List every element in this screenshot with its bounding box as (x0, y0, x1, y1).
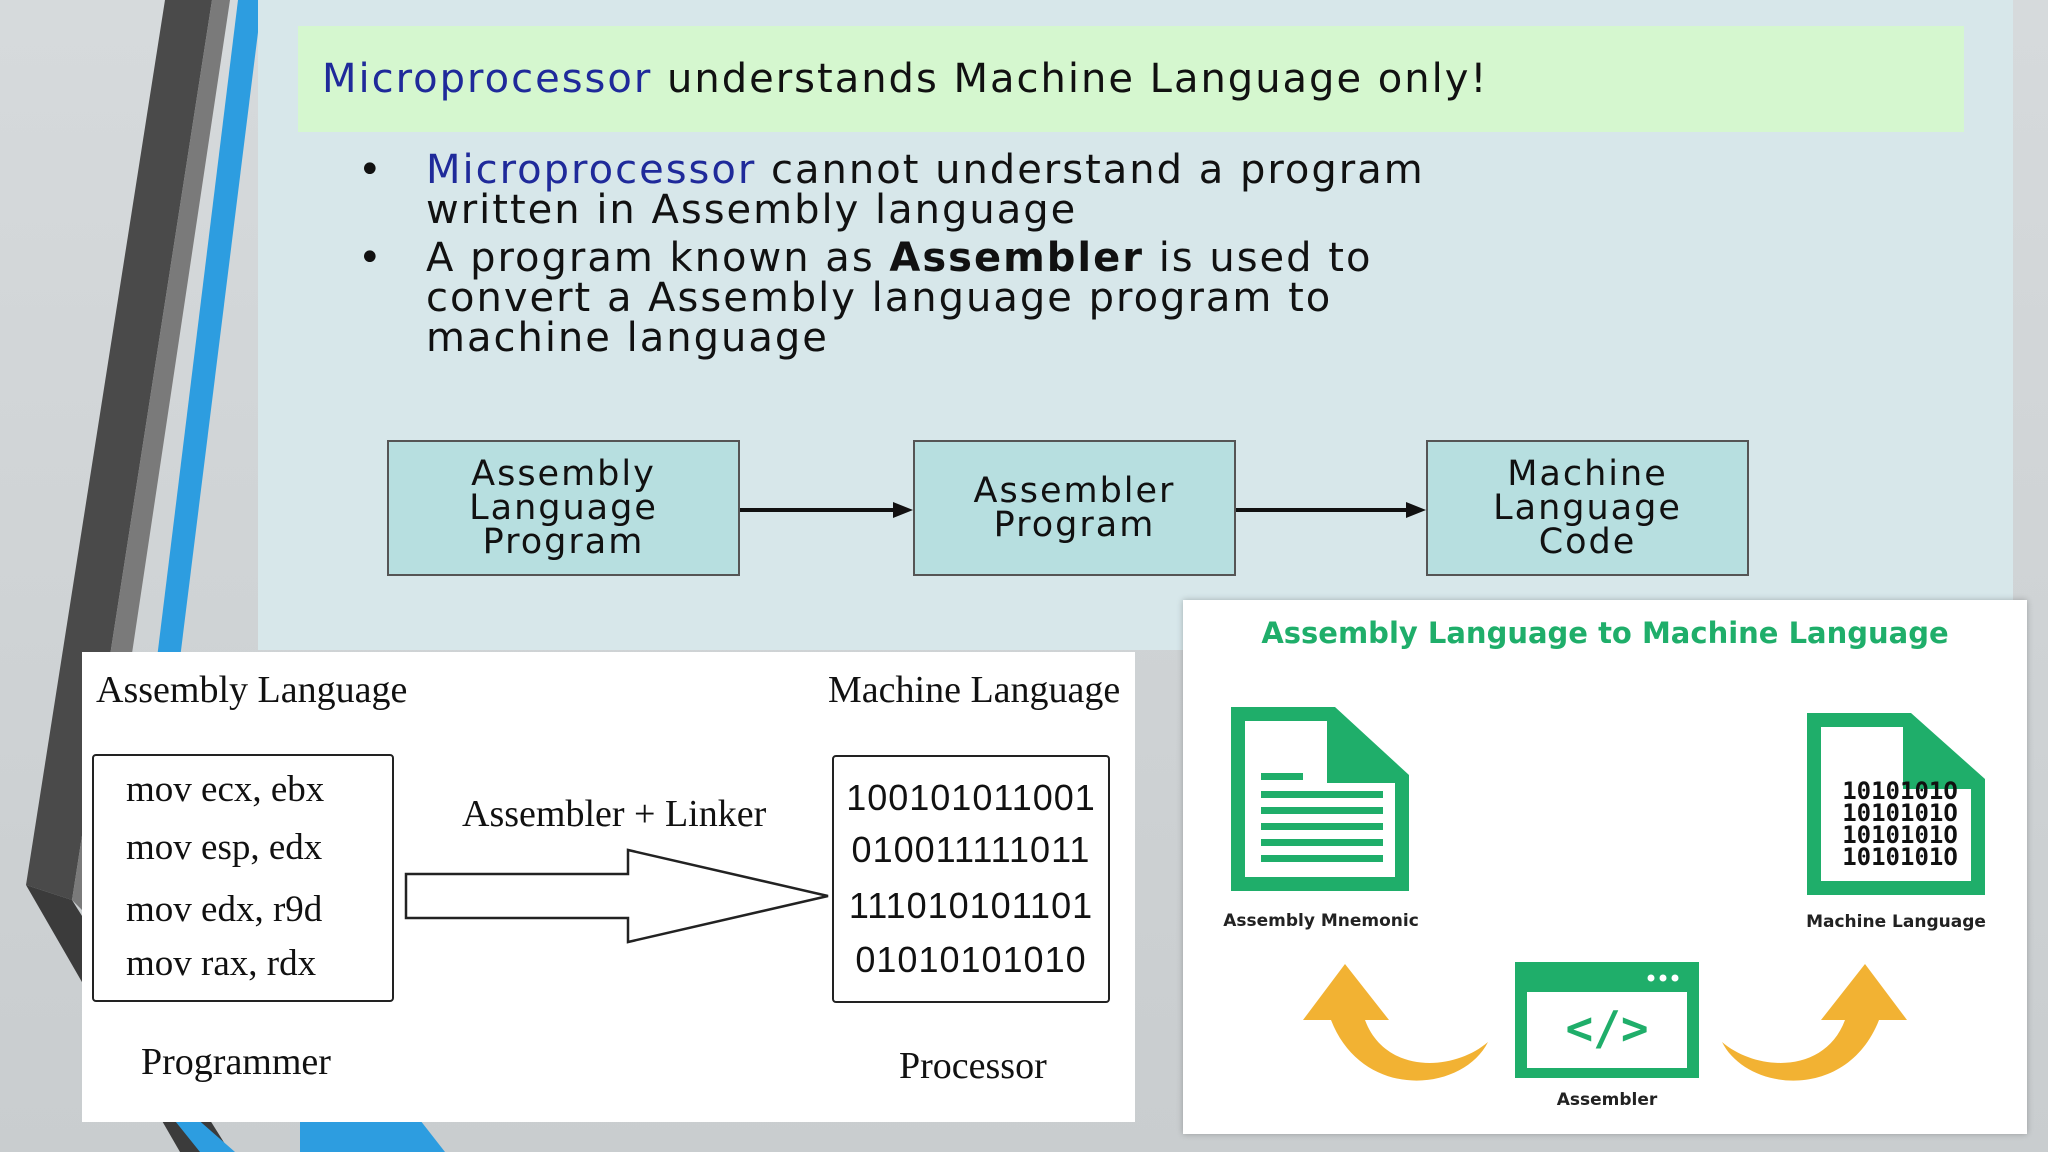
binary-glyph-row: 1010101O (1842, 777, 1958, 805)
assembly-to-machine-infographic: Assembly Language to Machine Language As… (1183, 600, 2027, 1134)
bullet-highlight: Microprocessor (426, 147, 757, 193)
flow-box-assembler-program: Assembler Program (913, 440, 1236, 576)
bullet-item: • Microprocessor cannot understand a pro… (358, 150, 1918, 230)
code-line: mov esp, edx (126, 827, 323, 868)
big-arrow-icon (404, 848, 829, 944)
assembly-mnemonic-label: Assembly Mnemonic (1223, 911, 1419, 931)
binary-line: 01010101010 (855, 939, 1087, 980)
infographic-title: Assembly Language to Machine Language (1261, 616, 1949, 650)
bullet-text: is used to (1158, 235, 1373, 281)
top-slide: Microprocessor understands Machine Langu… (258, 0, 2013, 650)
flow-box-line: Program (993, 505, 1156, 545)
flow-box-line: Program (482, 522, 645, 562)
flow-box-line: Assembly (471, 454, 656, 494)
flow-box-line: Machine (1507, 454, 1668, 494)
bullet-list: • Microprocessor cannot understand a pro… (358, 150, 1918, 366)
binary-glyph-row: 1010101O (1842, 799, 1958, 827)
code-window-icon (1515, 962, 1699, 1078)
bullet-item: • A program known as Assembler is used t… (358, 238, 1918, 358)
flow-box-machine-code: Machine Language Code (1426, 440, 1749, 576)
binary-glyph-row: 1010101O (1842, 843, 1958, 871)
flow-arrow-icon (740, 502, 913, 518)
bullet-text: written in Assembly language (426, 187, 1078, 233)
code-line: mov ecx, ebx (126, 769, 325, 810)
headline-text: understands Machine Language only! (667, 56, 1489, 102)
code-glyph: </> (1565, 1001, 1649, 1055)
bullet-text: convert a Assembly language program to (426, 275, 1333, 321)
machine-language-title: Machine Language (828, 669, 1121, 711)
flow-box-line: Language (469, 488, 658, 528)
flow-box-line: Assembler (973, 471, 1176, 511)
document-icon (1231, 707, 1409, 891)
flow-box-line: Language (1493, 488, 1682, 528)
bullet-text: cannot understand a program (771, 147, 1425, 193)
headline-banner: Microprocessor understands Machine Langu… (298, 26, 1964, 132)
curved-arrow-left-icon (1303, 964, 1488, 1081)
flow-box-assembly-program: Assembly Language Program (387, 440, 740, 576)
bullet-text: A program known as (426, 235, 875, 281)
bullet-dot-icon: • (358, 235, 384, 281)
headline-highlight: Microprocessor (322, 56, 653, 102)
programmer-caption: Programmer (141, 1041, 331, 1083)
machine-code-box: 100101011001 010011111011 111010101101 0… (832, 755, 1110, 1003)
binary-line: 111010101101 (848, 885, 1094, 926)
processor-caption: Processor (899, 1045, 1047, 1087)
bullet-text: machine language (426, 315, 829, 361)
binary-glyphs: 1010101O 1010101O 1010101O 1010101O (1835, 777, 1965, 871)
binary-line: 010011111011 (851, 829, 1091, 870)
binary-line: 100101011001 (846, 777, 1096, 818)
assembly-code-box: mov ecx, ebx mov esp, edx mov edx, r9d m… (92, 754, 394, 1002)
binary-document-icon (1807, 713, 1985, 895)
flow-box-line: Code (1538, 522, 1637, 562)
binary-glyph-row: 1010101O (1842, 821, 1958, 849)
code-line: mov rax, rdx (126, 943, 317, 984)
machine-language-label: Machine Language (1806, 912, 1986, 932)
assembler-linker-label: Assembler + Linker (462, 793, 767, 835)
curved-arrow-right-icon (1722, 964, 1907, 1081)
code-line: mov edx, r9d (126, 889, 323, 930)
bullet-dot-icon: • (358, 147, 384, 193)
assembly-language-title: Assembly Language (96, 669, 408, 711)
assembler-label: Assembler (1556, 1090, 1658, 1110)
bullet-bold-term: Assembler (889, 235, 1144, 281)
flow-arrow-icon (1236, 502, 1426, 518)
assembler-linker-diagram: Assembly Language Machine Language mov e… (82, 652, 1135, 1122)
